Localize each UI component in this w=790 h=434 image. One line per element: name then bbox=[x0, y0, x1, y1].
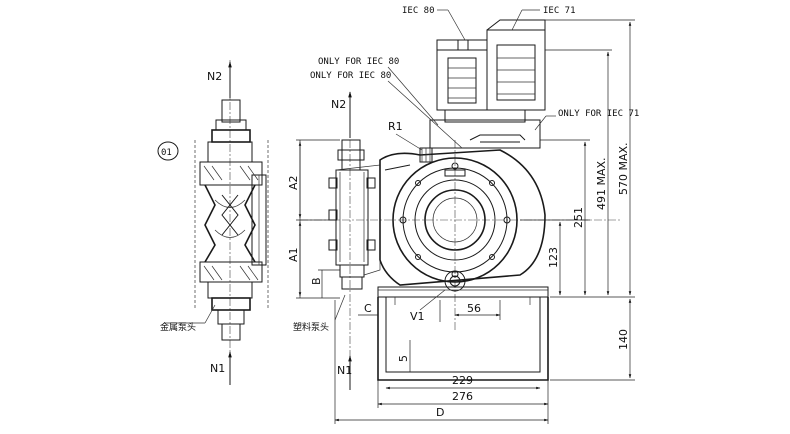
only-iec71-label: ONLY FOR IEC 71 bbox=[558, 109, 639, 119]
n2-mid-label: N2 bbox=[331, 98, 346, 111]
dim-v1: V1 bbox=[410, 310, 425, 323]
plastic-head-label: 塑料泵头 bbox=[293, 321, 329, 333]
dim-5: 5 bbox=[397, 355, 410, 362]
dim-c: C bbox=[364, 302, 372, 315]
n1-left-label: N1 bbox=[210, 362, 225, 375]
dimensions: A2 A1 B C V1 56 5 229 276 D bbox=[287, 19, 635, 424]
r1-label: R1 bbox=[388, 120, 403, 133]
dim-276: 276 bbox=[452, 390, 473, 403]
iec71-label: IEC 71 bbox=[543, 6, 576, 16]
motor-iec71 bbox=[486, 19, 546, 111]
side-view-pump-head: N2 N1 01 金属泵头 bbox=[157, 60, 269, 385]
front-view: N2 N1 R1 塑料泵头 bbox=[293, 19, 620, 390]
motor-iec80 bbox=[436, 39, 488, 111]
dim-d: D bbox=[436, 406, 444, 419]
dim-56: 56 bbox=[467, 302, 481, 315]
dim-229: 229 bbox=[452, 374, 473, 387]
iec80-label: IEC 80 bbox=[402, 6, 435, 16]
callouts: IEC 80 IEC 71 ONLY FOR IEC 80 ONLY FOR I… bbox=[310, 6, 639, 149]
dim-a1: A1 bbox=[287, 247, 300, 262]
dim-123: 123 bbox=[547, 247, 560, 268]
only-iec80-a-label: ONLY FOR IEC 80 bbox=[318, 57, 399, 67]
only-iec80-b-label: ONLY FOR IEC 80 bbox=[310, 71, 391, 81]
dim-140: 140 bbox=[617, 329, 630, 350]
detail-01-label: 01 bbox=[161, 148, 172, 158]
metal-head-label: 金属泵头 bbox=[160, 321, 196, 333]
dim-a2: A2 bbox=[287, 175, 300, 190]
n2-left-label: N2 bbox=[207, 70, 222, 83]
n1-mid-label: N1 bbox=[337, 364, 352, 377]
dim-b: B bbox=[310, 277, 323, 285]
dim-570: 570 MAX. bbox=[617, 142, 630, 195]
dim-251: 251 bbox=[572, 207, 585, 228]
dim-491: 491 MAX. bbox=[595, 157, 608, 210]
